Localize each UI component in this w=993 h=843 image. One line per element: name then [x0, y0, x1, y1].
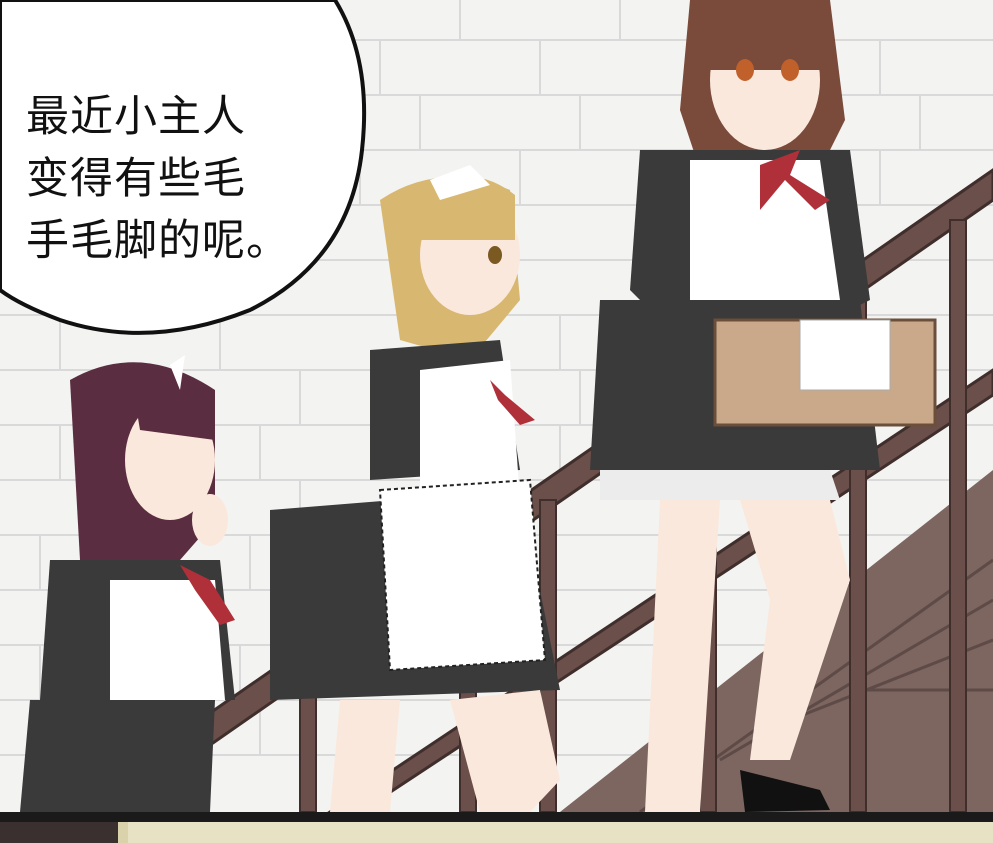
comic-panel: 最近小主人 变得有些毛 手毛脚的呢。	[0, 0, 993, 812]
next-panel-left	[0, 822, 118, 843]
maid-brown-hair	[590, 0, 937, 812]
speech-bubble-shape	[0, 0, 367, 335]
next-panel-right	[128, 822, 993, 843]
next-panel-edge	[0, 822, 993, 843]
speech-bubble-text: 最近小主人 变得有些毛 手毛脚的呢。	[26, 92, 290, 266]
maid-purple-hair	[20, 355, 235, 812]
scene-illustration	[0, 0, 993, 812]
maid-blonde-hair	[270, 165, 560, 812]
